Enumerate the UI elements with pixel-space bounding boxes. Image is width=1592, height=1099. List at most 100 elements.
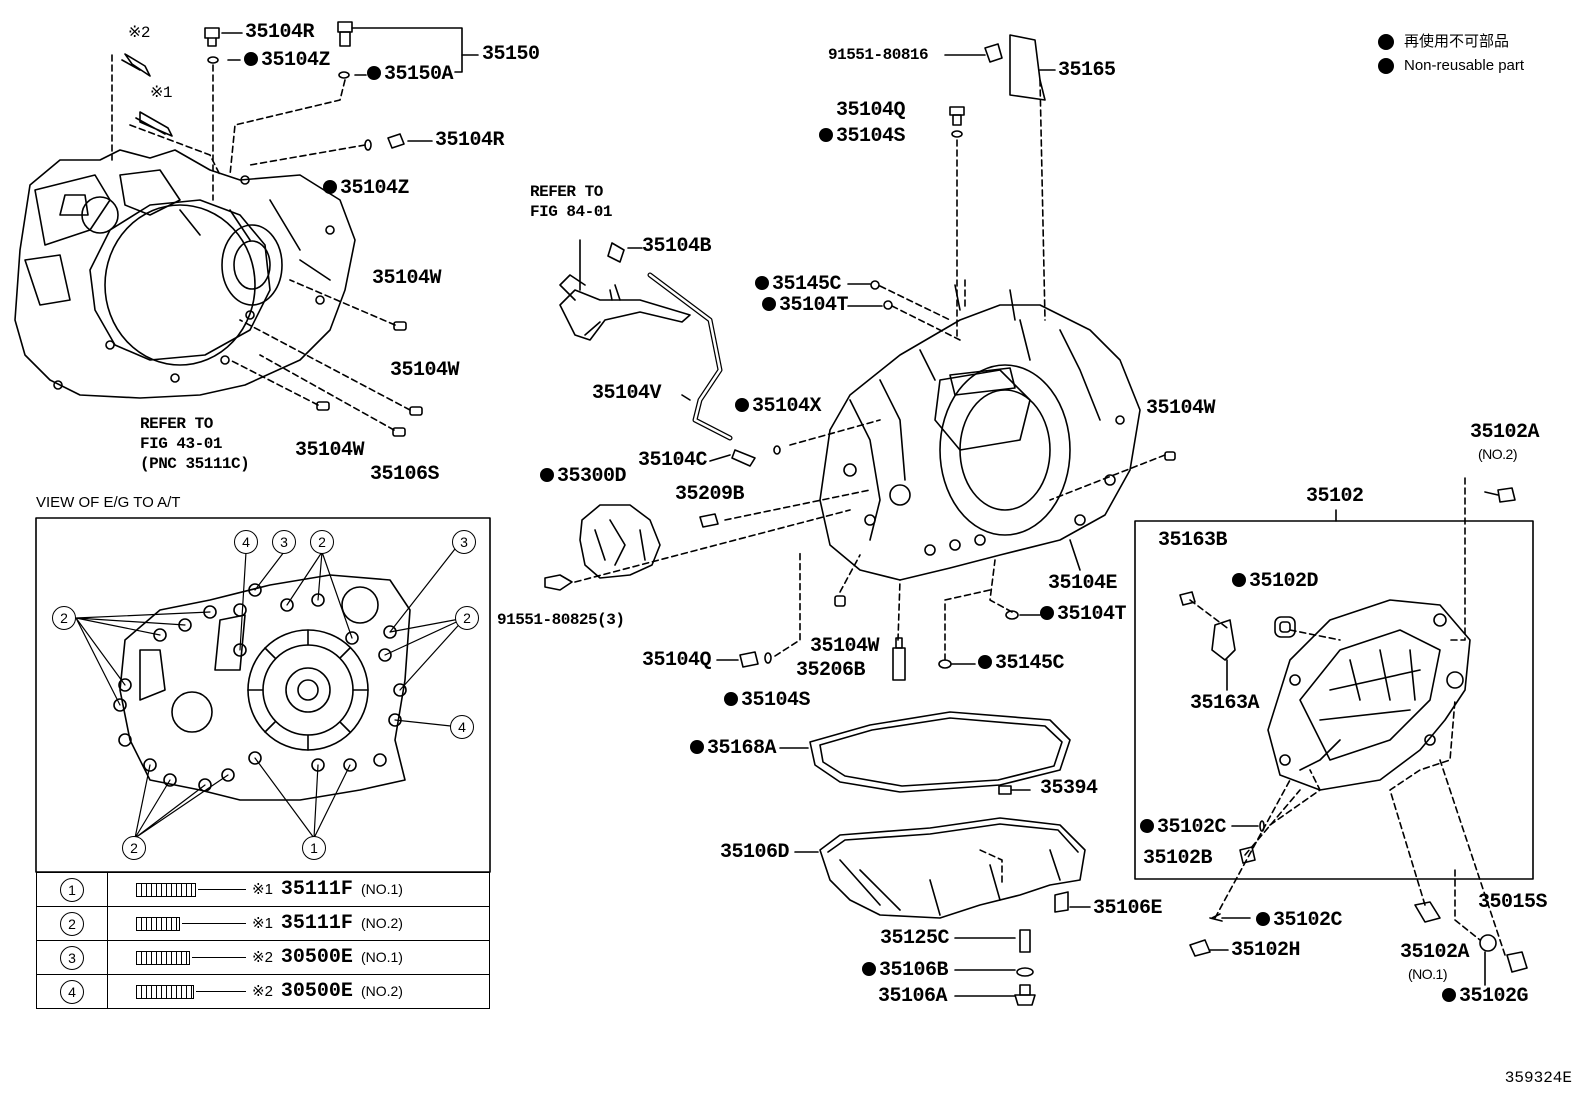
legend-en: Non-reusable part (1404, 57, 1525, 74)
label-35102A-no1[interactable]: 35102A (1400, 941, 1470, 964)
transaxle-case-drawing (819, 284, 1141, 581)
view-callout-2-top: 2 (310, 530, 334, 554)
view-callout-2-bottom: 2 (122, 836, 146, 860)
view-callout-4-right: 4 (450, 715, 474, 739)
row-part-number[interactable]: 30500E (280, 980, 353, 1003)
bolt-icon (136, 916, 180, 931)
row-no: (NO.2) (360, 915, 403, 931)
solenoid-wiring-drawing (544, 239, 781, 591)
label-35165[interactable]: 35165 (1058, 59, 1116, 82)
label-35209B[interactable]: 35209B (675, 483, 745, 506)
label-35206B[interactable]: 35206B (796, 659, 866, 682)
row-no: (NO.2) (360, 983, 403, 999)
label-35104W-d[interactable]: 35104W (1146, 397, 1216, 420)
row-mark: ※1 (252, 915, 273, 932)
row-number: 2 (60, 911, 84, 936)
table-row[interactable]: 2 ※1 35111F (NO.2) (36, 906, 490, 941)
row-mark: ※1 (252, 881, 273, 898)
label-35106D[interactable]: 35106D (720, 841, 790, 864)
label-35102C-a[interactable]: 35102C (1140, 817, 1227, 839)
table-row[interactable]: 3 ※2 30500E (NO.1) (36, 940, 490, 975)
view-callout-leaders (75, 539, 466, 839)
row-part-number[interactable]: 35111F (280, 878, 353, 901)
label-35104W-a[interactable]: 35104W (372, 267, 442, 290)
label-35104R-mid[interactable]: 35104R (435, 129, 505, 152)
label-35145C-bottom[interactable]: 35145C (978, 653, 1065, 675)
label-35104S-bottom[interactable]: 35104S (724, 690, 811, 712)
oil-pan-gasket-drawing (779, 711, 1071, 793)
right-leaders-solid (1209, 659, 1486, 986)
label-35104R-top[interactable]: 35104R (245, 21, 315, 44)
label-35015S[interactable]: 35015S (1478, 891, 1548, 914)
label-35102C-b[interactable]: 35102C (1256, 910, 1343, 932)
view-engine-face-drawing (113, 574, 411, 801)
label-35150A[interactable]: 35150A (367, 64, 454, 86)
row-number: 4 (60, 979, 84, 1004)
label-35102G[interactable]: 35102G (1442, 986, 1529, 1008)
label-35300D[interactable]: 35300D (540, 466, 627, 488)
label-35102H[interactable]: 35102H (1231, 939, 1301, 962)
label-35163A[interactable]: 35163A (1190, 692, 1260, 715)
legend: 再使用不可部品 Non-reusable part (1378, 30, 1524, 78)
label-35104V[interactable]: 35104V (592, 382, 662, 405)
label-91551-80816[interactable]: 91551-80816 (828, 46, 929, 64)
label-35104Z-top[interactable]: 35104Z (244, 50, 331, 72)
label-35102D[interactable]: 35102D (1232, 571, 1319, 593)
view-title: VIEW OF E/G TO A/T (36, 494, 181, 511)
bolt-icon (136, 984, 194, 999)
label-35104B[interactable]: 35104B (642, 235, 712, 258)
label-35163B[interactable]: 35163B (1158, 529, 1228, 552)
row-number: 3 (60, 945, 84, 970)
label-91551-80825[interactable]: 91551-80825(3) (497, 611, 625, 629)
label-35150[interactable]: 35150 (482, 43, 540, 66)
transfer-small-parts (1179, 487, 1528, 973)
label-no1: (NO.1) (1408, 966, 1448, 982)
row-part-number[interactable]: 35111F (280, 912, 353, 935)
figure-id: 359324E (1504, 1069, 1572, 1087)
view-callout-1-bottom: 1 (302, 836, 326, 860)
label-35104Q-top[interactable]: 35104Q (836, 99, 906, 122)
label-35145C-top[interactable]: 35145C (755, 274, 842, 296)
label-35106S[interactable]: 35106S (370, 463, 440, 486)
row-mark: ※2 (252, 949, 273, 966)
magnet-35394 (998, 785, 1012, 795)
label-35102A-no2[interactable]: 35102A (1470, 421, 1540, 444)
transfer-case-drawing (1267, 599, 1471, 791)
label-35102B[interactable]: 35102B (1143, 847, 1213, 870)
label-35125C[interactable]: 35125C (880, 927, 950, 950)
label-35104W-e[interactable]: 35104W (810, 635, 880, 658)
label-35104W-b[interactable]: 35104W (390, 359, 460, 382)
label-35104T-top[interactable]: 35104T (762, 295, 849, 317)
row-no: (NO.1) (360, 949, 403, 965)
view-callout-4-top: 4 (234, 530, 258, 554)
mark-2: ※2 (128, 24, 151, 42)
label-35104Q-bottom[interactable]: 35104Q (642, 649, 712, 672)
plug-35104W-right (1164, 451, 1176, 461)
oil-pan-drawing (794, 817, 1086, 919)
label-35394[interactable]: 35394 (1040, 777, 1098, 800)
label-35104S-top[interactable]: 35104S (819, 126, 906, 148)
label-35104X[interactable]: 35104X (735, 396, 822, 418)
label-35104W-c[interactable]: 35104W (295, 439, 365, 462)
label-35104Z-mid[interactable]: 35104Z (323, 178, 410, 200)
non-reusable-dot-icon (1378, 34, 1394, 50)
label-35106B[interactable]: 35106B (862, 960, 949, 982)
label-35106A[interactable]: 35106A (878, 985, 948, 1008)
label-35104T-bottom[interactable]: 35104T (1040, 604, 1127, 626)
view-callout-3-top: 3 (272, 530, 296, 554)
left-leader-lines (111, 54, 411, 431)
label-35104E[interactable]: 35104E (1048, 572, 1118, 595)
row-part-number[interactable]: 30500E (280, 946, 353, 969)
left-fasteners (121, 21, 423, 437)
middle-leader-lines (574, 419, 881, 583)
converter-housing-drawing (14, 149, 356, 399)
label-35104C[interactable]: 35104C (638, 449, 708, 472)
label-35102[interactable]: 35102 (1306, 485, 1364, 508)
label-35168A[interactable]: 35168A (690, 738, 777, 760)
label-35106E[interactable]: 35106E (1093, 897, 1163, 920)
